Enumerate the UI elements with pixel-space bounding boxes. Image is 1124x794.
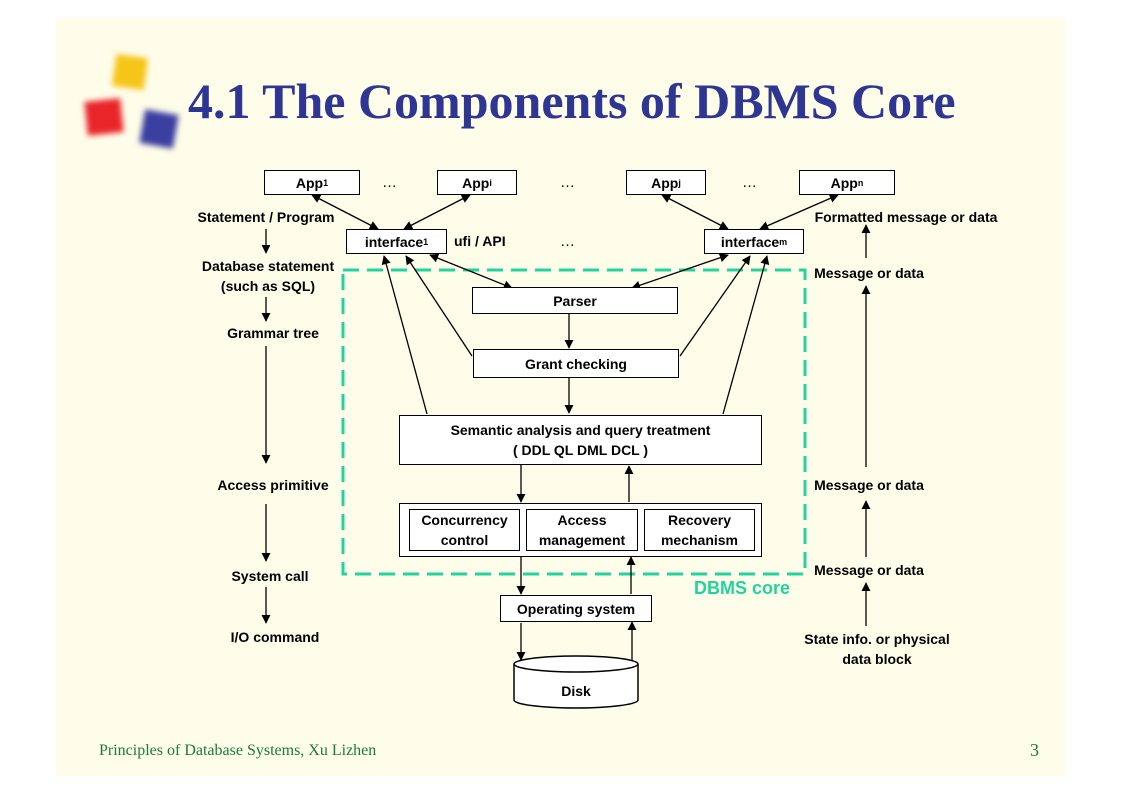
right-label-message-3: Message or data [814, 562, 924, 578]
left-label-access-primitive: Access primitive [217, 477, 329, 493]
right-label-data-block: data block [842, 651, 912, 667]
dbms-core-label: DBMS core [694, 578, 791, 598]
page-number: 3 [1030, 740, 1039, 760]
right-label-state-info: State info. or physical [804, 631, 950, 647]
left-label-grammar-tree: Grammar tree [227, 325, 319, 341]
right-label-message-2: Message or data [814, 477, 924, 493]
semantic-analysis-box: Semantic analysis and query treatment ( … [399, 415, 762, 465]
arrow-appj-interfacem [661, 194, 729, 230]
arrow-grant-interfacem [679, 255, 751, 357]
disk-label: Disk [561, 683, 591, 699]
left-label-statement: Statement / Program [197, 209, 335, 225]
left-label-db-statement: Database statement [201, 258, 335, 274]
api-label: ufi / API [454, 233, 506, 249]
ellipsis-4: … [560, 233, 578, 250]
arrow-grant-interface1 [405, 255, 473, 357]
arrow-appn-interfacem [759, 194, 839, 230]
ellipsis-1: … [382, 174, 400, 191]
arrow-semantic-interfacem [722, 255, 770, 415]
left-label-such-as-sql: (such as SQL) [220, 278, 316, 294]
operating-system-box: Operating system [500, 595, 652, 622]
left-label-io-command: I/O command [230, 629, 320, 645]
slide-title: 4.1 The Components of DBMS Core [188, 73, 956, 129]
grant-checking-box: Grant checking [473, 349, 679, 378]
ellipsis-3: … [742, 174, 760, 191]
slide-background [56, 18, 1066, 776]
arrow-appi-interface1 [403, 194, 471, 230]
semantic-line-1: Semantic analysis and query treatment [450, 422, 711, 438]
slide-footer: Principles of Database Systems, Xu Lizhe… [99, 742, 377, 759]
disk-cylinder [513, 664, 639, 709]
arrow-semantic-interface1 [381, 255, 428, 415]
left-label-system-call: System call [231, 568, 309, 584]
parser-box: Parser [472, 287, 678, 314]
disk-cylinder-top [513, 655, 639, 673]
right-label-formatted: Formatted message or data [814, 209, 998, 225]
arrow-interfacem-parser [631, 253, 729, 290]
semantic-line-2: ( DDL QL DML DCL ) [512, 442, 649, 458]
arrow-interface1-parser [429, 253, 513, 290]
dbms-core-region [341, 268, 807, 576]
ellipsis-2: … [560, 174, 578, 191]
arrow-app1-interface1 [311, 194, 379, 230]
right-label-message-1: Message or data [814, 265, 924, 281]
